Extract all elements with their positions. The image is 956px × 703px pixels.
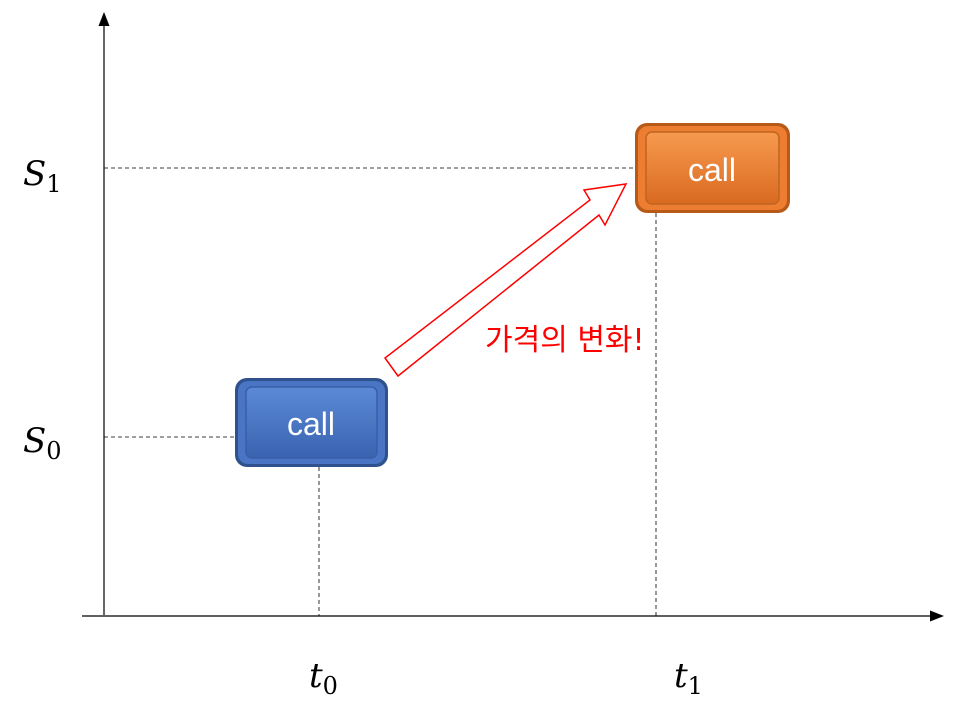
call-button-initial[interactable]: call (235, 378, 388, 467)
price-change-label: 가격의 변화! (485, 323, 645, 358)
s1-label: S1 (23, 154, 62, 198)
x-axis-arrowhead (930, 610, 944, 622)
t1-label: t1 (674, 656, 703, 700)
call-label-initial: call (287, 406, 335, 442)
s0-label: S0 (23, 421, 62, 465)
price-change-arrow (383, 183, 628, 378)
call-button-final[interactable]: call (635, 123, 790, 213)
y-axis-arrowhead (98, 12, 110, 26)
t0-label: t0 (309, 656, 338, 700)
call-label-final: call (688, 152, 736, 188)
